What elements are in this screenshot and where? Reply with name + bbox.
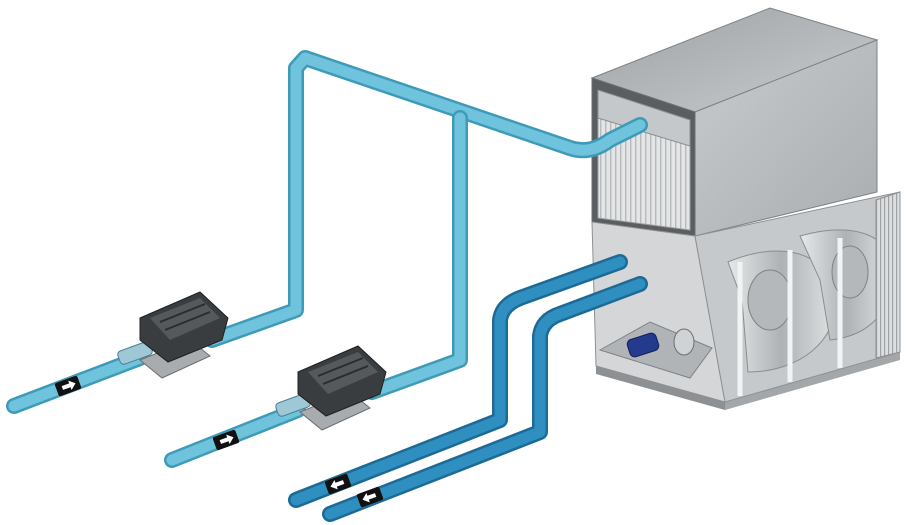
return-pipe-network bbox=[288, 254, 648, 522]
motor-pulley bbox=[673, 328, 695, 356]
pump-1 bbox=[117, 291, 229, 379]
unit-base bbox=[596, 366, 725, 410]
pump-2 bbox=[275, 345, 387, 431]
fan-motor bbox=[626, 332, 660, 358]
left-arrow-icon bbox=[356, 486, 384, 508]
coil-header bbox=[597, 89, 691, 147]
fan-wheel-2 bbox=[831, 245, 869, 299]
right-arrow-icon bbox=[54, 375, 82, 397]
left-arrow-icon bbox=[324, 473, 352, 495]
air-handling-unit bbox=[590, 7, 901, 410]
fan-wheel-1 bbox=[747, 269, 793, 331]
supply-pipe-2 bbox=[364, 110, 468, 400]
right-arrow-icon bbox=[212, 429, 240, 451]
return-pipe-2 bbox=[322, 276, 648, 522]
side-grill bbox=[875, 191, 901, 359]
unit-base-side bbox=[725, 352, 900, 410]
